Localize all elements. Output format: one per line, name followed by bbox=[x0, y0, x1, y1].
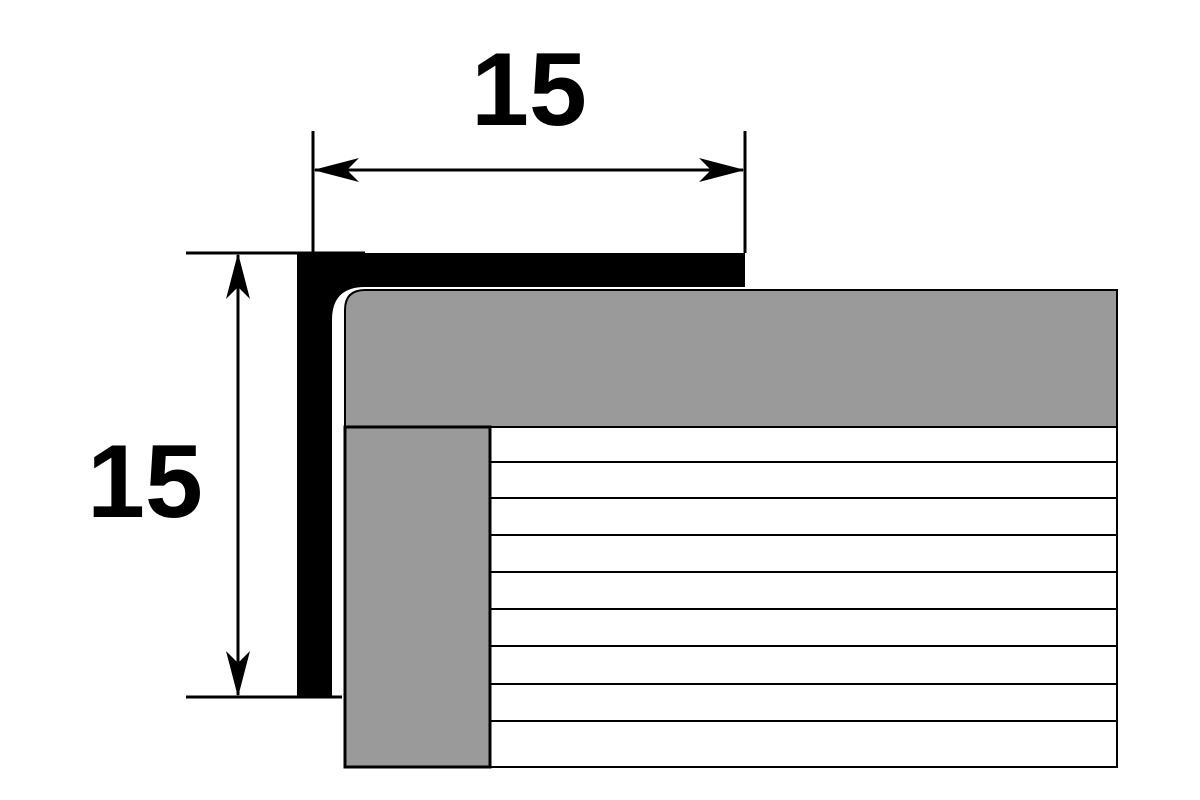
width-label: 15 bbox=[471, 32, 587, 148]
top-cap-layer bbox=[344, 289, 1118, 428]
height-dimension: 15 bbox=[87, 251, 365, 699]
layered-body bbox=[489, 426, 1118, 768]
height-label: 15 bbox=[87, 424, 203, 540]
layer-lines bbox=[490, 461, 1117, 722]
width-dimension: 15 bbox=[311, 32, 747, 253]
front-edge-block bbox=[343, 425, 492, 769]
